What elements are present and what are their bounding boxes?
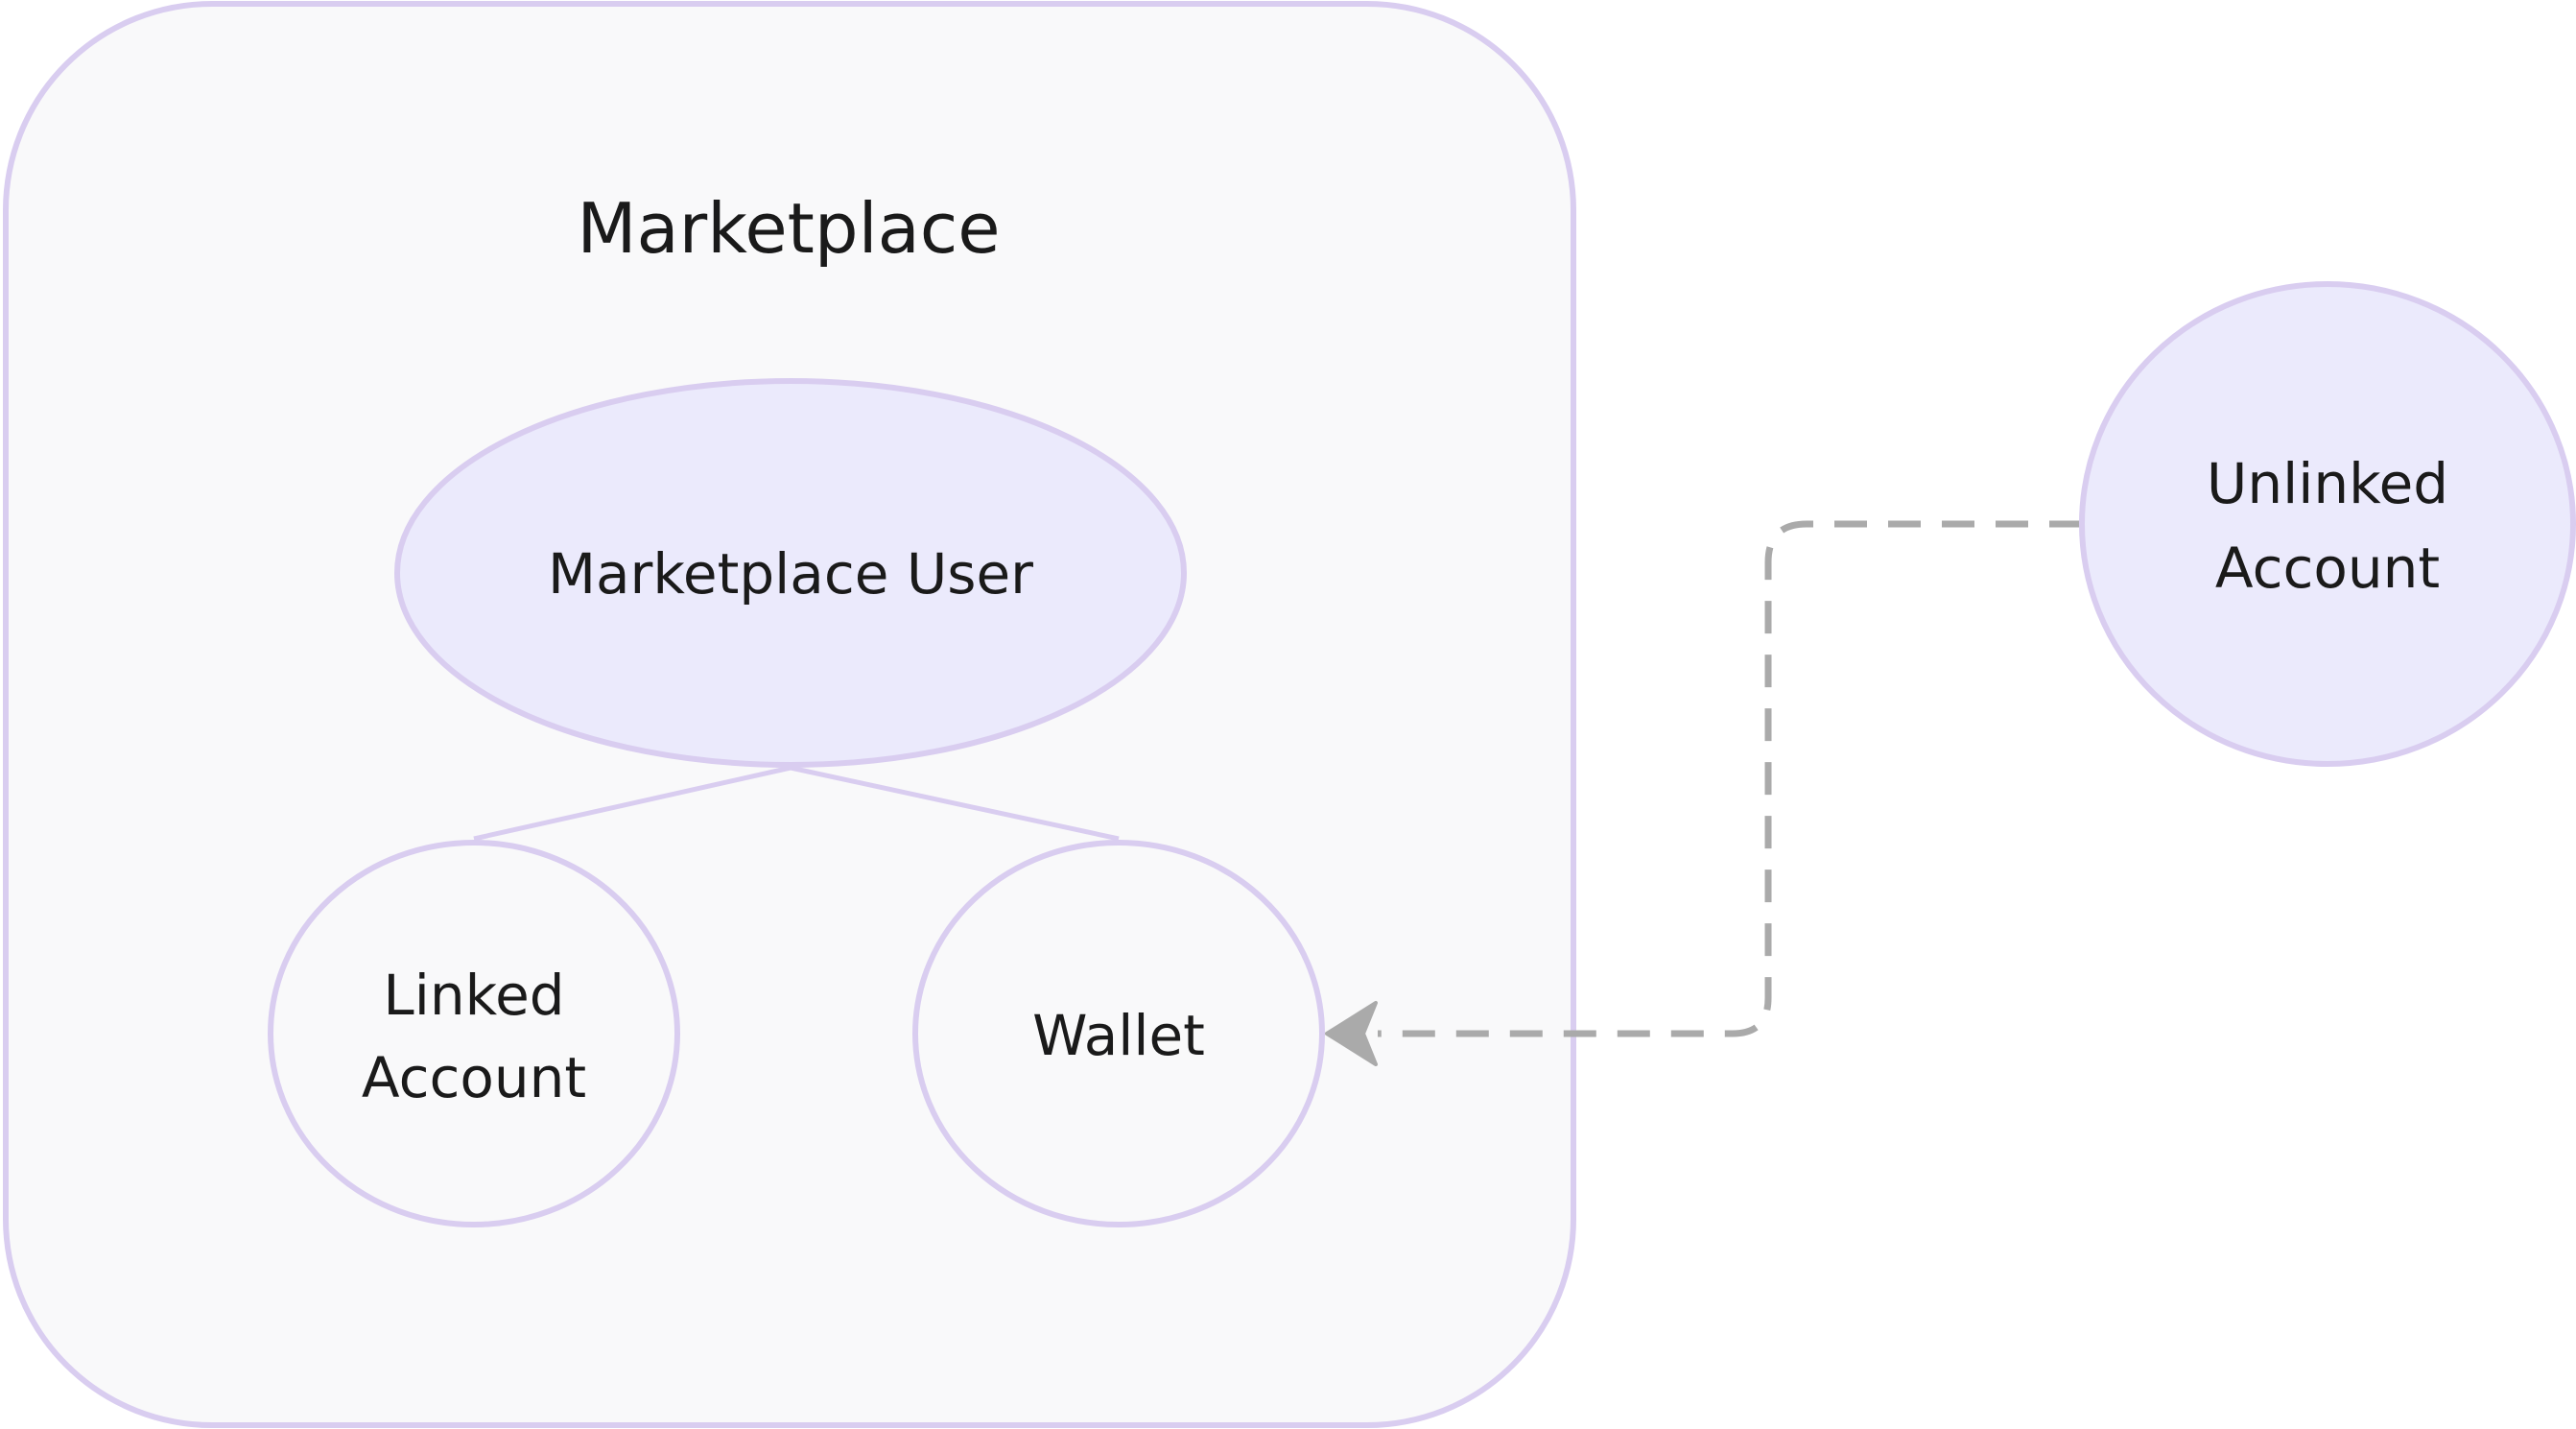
cluster-title: Marketplace	[577, 188, 1000, 269]
node-unlinked-account[interactable]: Unlinked Account	[2079, 281, 2576, 767]
node-linked-account-label-line1: Linked	[383, 963, 564, 1028]
arrowhead-icon	[1325, 1001, 1378, 1066]
node-linked-account-shape	[268, 840, 680, 1227]
node-unlinked-account-label-line2: Account	[2215, 536, 2440, 601]
node-unlinked-account-label-line1: Unlinked	[2207, 451, 2448, 516]
node-marketplace-user-shape	[394, 378, 1187, 768]
node-wallet-label: Wallet	[1032, 1003, 1205, 1068]
node-unlinked-account-shape	[2079, 281, 2576, 767]
edge-unlinked-to-wallet	[1378, 520, 2082, 1037]
node-linked-account-label-line2: Account	[362, 1045, 586, 1110]
edge-user-to-linked-account	[473, 765, 792, 842]
node-marketplace-user[interactable]: Marketplace User	[394, 378, 1187, 768]
solid-edges	[473, 765, 1120, 842]
node-wallet-shape	[912, 840, 1325, 1227]
node-wallet[interactable]: Wallet	[912, 840, 1325, 1227]
edge-user-to-wallet	[790, 765, 1120, 842]
node-linked-account[interactable]: Linked Account	[268, 840, 680, 1227]
node-marketplace-user-label: Marketplace User	[548, 541, 1033, 607]
